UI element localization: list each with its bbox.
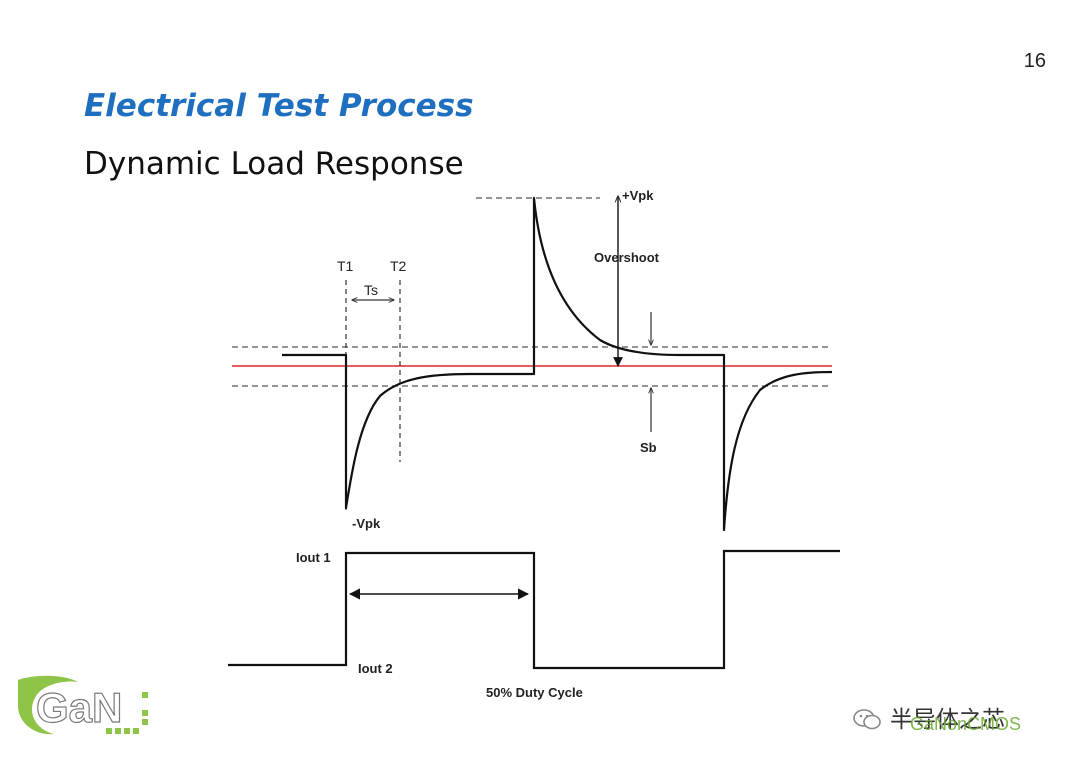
wechat-icon — [853, 709, 881, 730]
voltage-waveform — [282, 196, 833, 532]
slide-subtitle: Dynamic Load Response — [84, 146, 464, 182]
vpk-neg-label: -Vpk — [352, 516, 381, 531]
iout1-label: Iout 1 — [296, 550, 331, 565]
t2-label: T2 — [390, 258, 407, 274]
watermark-main-text: 半导体之芯 — [890, 707, 1005, 733]
current-waveform — [228, 549, 840, 670]
vpk-pos-label: +Vpk — [622, 188, 654, 203]
watermark: 半导体之芯 GaNonCMOS — [852, 700, 1050, 740]
gan-logo: GaN — [18, 675, 148, 735]
watermark-sub-text: GaNonCMOS — [910, 714, 1022, 734]
overshoot-label: Overshoot — [594, 250, 660, 265]
t1-label: T1 — [337, 258, 354, 274]
page-number: 16 — [1023, 50, 1046, 72]
logo-text: GaN — [36, 684, 122, 731]
sb-label: Sb — [640, 440, 657, 455]
ts-label: Ts — [364, 282, 378, 298]
duty-cycle-label: 50% Duty Cycle — [486, 685, 583, 700]
slide-title: Electrical Test Process — [84, 88, 474, 124]
iout2-label: Iout 2 — [358, 661, 393, 676]
